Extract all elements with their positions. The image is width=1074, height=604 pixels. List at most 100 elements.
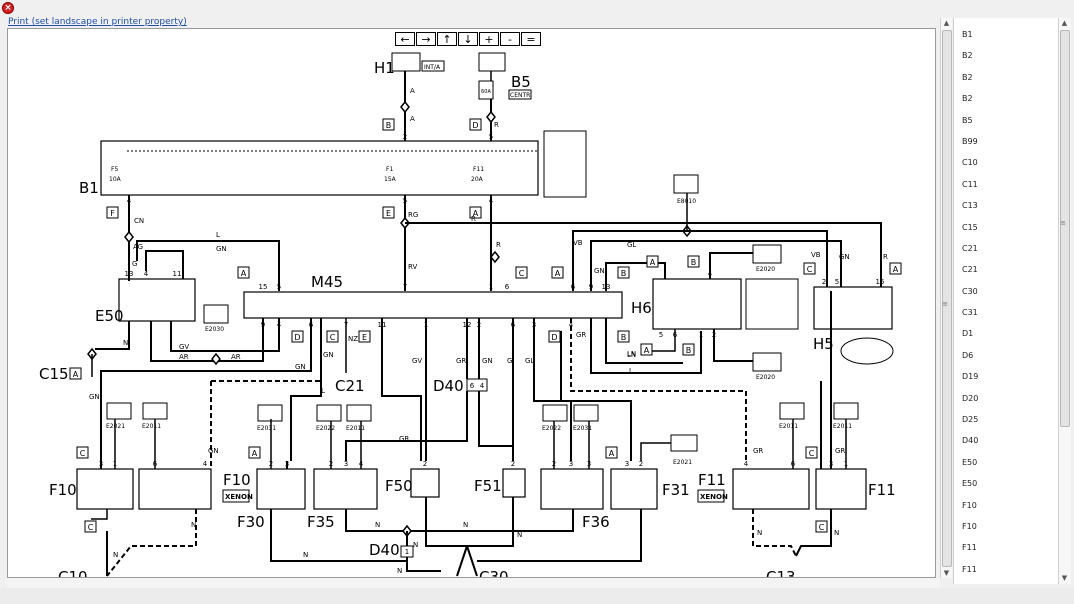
component-label: D40 bbox=[433, 377, 464, 395]
wire-label: AG bbox=[133, 243, 143, 251]
wire-label: NZ bbox=[348, 335, 358, 343]
connector-box bbox=[617, 266, 630, 279]
component-list-item[interactable]: B99 bbox=[962, 136, 978, 146]
component-list-item[interactable]: C11 bbox=[962, 179, 978, 189]
list-scroll-thumb[interactable] bbox=[1060, 30, 1070, 427]
connector-box bbox=[382, 118, 395, 131]
component-list-item[interactable]: F10 bbox=[962, 521, 977, 531]
component-list-item[interactable]: C21 bbox=[962, 265, 978, 275]
connector-box bbox=[805, 446, 818, 459]
component-list-item[interactable]: D25 bbox=[962, 415, 979, 425]
component-list-item[interactable]: D6 bbox=[962, 350, 974, 360]
nav-left-button[interactable]: ← bbox=[395, 32, 415, 46]
component-list-item[interactable]: C15 bbox=[962, 222, 978, 232]
component-label: F10 bbox=[223, 471, 251, 489]
list-scroll-down-arrow-icon[interactable]: ▼ bbox=[1061, 574, 1068, 582]
component-list-item[interactable]: C10 bbox=[962, 158, 978, 168]
ref-label: E2030 bbox=[205, 326, 224, 333]
connector-box bbox=[515, 266, 528, 279]
component-list-item[interactable]: C30 bbox=[962, 286, 978, 296]
connector-label: A bbox=[73, 370, 79, 379]
diagram-nav-toolbar: ←→↑↓+-= bbox=[395, 32, 541, 46]
wire bbox=[560, 331, 572, 461]
wire bbox=[605, 262, 666, 291]
pin-label: 5 bbox=[835, 278, 839, 286]
component-label: F11 bbox=[698, 471, 726, 489]
e2020-lamp-icon bbox=[752, 352, 782, 372]
component-list-item[interactable]: B2 bbox=[962, 72, 973, 82]
e8010-computer-icon bbox=[673, 174, 699, 194]
wire bbox=[345, 391, 468, 461]
list-scroll-up-arrow-icon[interactable]: ▲ bbox=[1061, 19, 1068, 27]
component-list-item[interactable]: E50 bbox=[962, 479, 978, 489]
scroll-up-arrow-icon[interactable]: ▲ bbox=[943, 19, 950, 27]
wire-label: L bbox=[321, 387, 325, 395]
diagram-horizontal-scrollbar[interactable] bbox=[7, 578, 940, 588]
nav-down-button[interactable]: ↓ bbox=[458, 32, 478, 46]
connector-label: B bbox=[386, 121, 392, 130]
scroll-thumb[interactable] bbox=[942, 30, 952, 567]
connector-box bbox=[84, 520, 97, 533]
f51-lamp-unit bbox=[502, 468, 526, 498]
wire bbox=[170, 318, 280, 352]
component-list-item[interactable]: F10 bbox=[962, 500, 977, 510]
component-list-item[interactable]: E50 bbox=[962, 457, 978, 467]
zoom-reset-button[interactable]: = bbox=[521, 32, 541, 46]
component-list-item[interactable]: D20 bbox=[962, 393, 979, 403]
component-list-item[interactable]: D19 bbox=[962, 372, 979, 382]
connector-label: C bbox=[809, 449, 815, 458]
component-list-item[interactable]: F11 bbox=[962, 564, 977, 574]
component-list-item[interactable]: B2 bbox=[962, 51, 973, 61]
connector-box bbox=[646, 255, 659, 268]
component-label: F35 bbox=[307, 513, 335, 531]
diagram-vertical-scrollbar[interactable]: ▲ ≡ ▼ bbox=[940, 18, 952, 578]
pin-label: 4 bbox=[569, 321, 574, 329]
close-icon[interactable]: × bbox=[2, 2, 14, 14]
component-list-item[interactable]: B1 bbox=[962, 30, 973, 39]
connector-box bbox=[815, 520, 828, 533]
splice-diamond bbox=[211, 352, 221, 366]
component-list-item[interactable]: D40 bbox=[962, 436, 979, 446]
list-vertical-scrollbar[interactable]: ▲ ≡ ▼ bbox=[1058, 18, 1071, 584]
nav-up-button[interactable]: ↑ bbox=[437, 32, 457, 46]
status-bar bbox=[0, 588, 1074, 604]
zoom-in-button[interactable]: + bbox=[479, 32, 499, 46]
wire-label: N bbox=[413, 541, 418, 549]
e50-connector-inset bbox=[840, 337, 894, 365]
print-link[interactable]: Print (set landscape in printer property… bbox=[8, 17, 187, 27]
headlamp-icon bbox=[542, 404, 568, 422]
wire-label: GV bbox=[412, 357, 422, 365]
pin-label: 15 bbox=[876, 278, 885, 286]
splice-diamond bbox=[490, 250, 500, 264]
connector-label: B bbox=[691, 258, 697, 267]
zoom-out-button[interactable]: - bbox=[500, 32, 520, 46]
scroll-down-arrow-icon[interactable]: ▼ bbox=[943, 569, 950, 577]
wire bbox=[477, 509, 642, 562]
ref-label: E2022 bbox=[316, 425, 335, 432]
nav-right-button[interactable]: → bbox=[416, 32, 436, 46]
component-list-item[interactable]: B2 bbox=[962, 94, 973, 104]
component-list-item[interactable]: C31 bbox=[962, 308, 978, 318]
component-list-item[interactable]: F11 bbox=[962, 543, 977, 553]
splice-diamond bbox=[124, 230, 134, 244]
wire-label: L bbox=[629, 367, 633, 375]
component-label: H1 bbox=[374, 59, 395, 77]
pin-label: 1 bbox=[699, 331, 703, 339]
component-list-item[interactable]: C13 bbox=[962, 201, 978, 211]
wire bbox=[91, 509, 108, 520]
wire-label: A bbox=[410, 87, 415, 95]
component-list-item[interactable]: D1 bbox=[962, 329, 974, 339]
tag-label: XENON bbox=[700, 493, 728, 501]
pin-label: 3 bbox=[829, 460, 833, 468]
component-list-item[interactable]: B5 bbox=[962, 115, 973, 125]
ref-label: E2021 bbox=[673, 459, 692, 466]
tag-label: INT/A bbox=[424, 64, 441, 71]
b1-fuse-box bbox=[100, 140, 539, 196]
pin-label: 3 bbox=[99, 460, 103, 468]
wire-label: VB bbox=[573, 239, 583, 247]
pin-label: 3 bbox=[587, 460, 591, 468]
component-list-item[interactable]: C21 bbox=[962, 243, 978, 253]
pin-label: 4 bbox=[708, 270, 713, 278]
wire-label: GN bbox=[839, 253, 850, 261]
